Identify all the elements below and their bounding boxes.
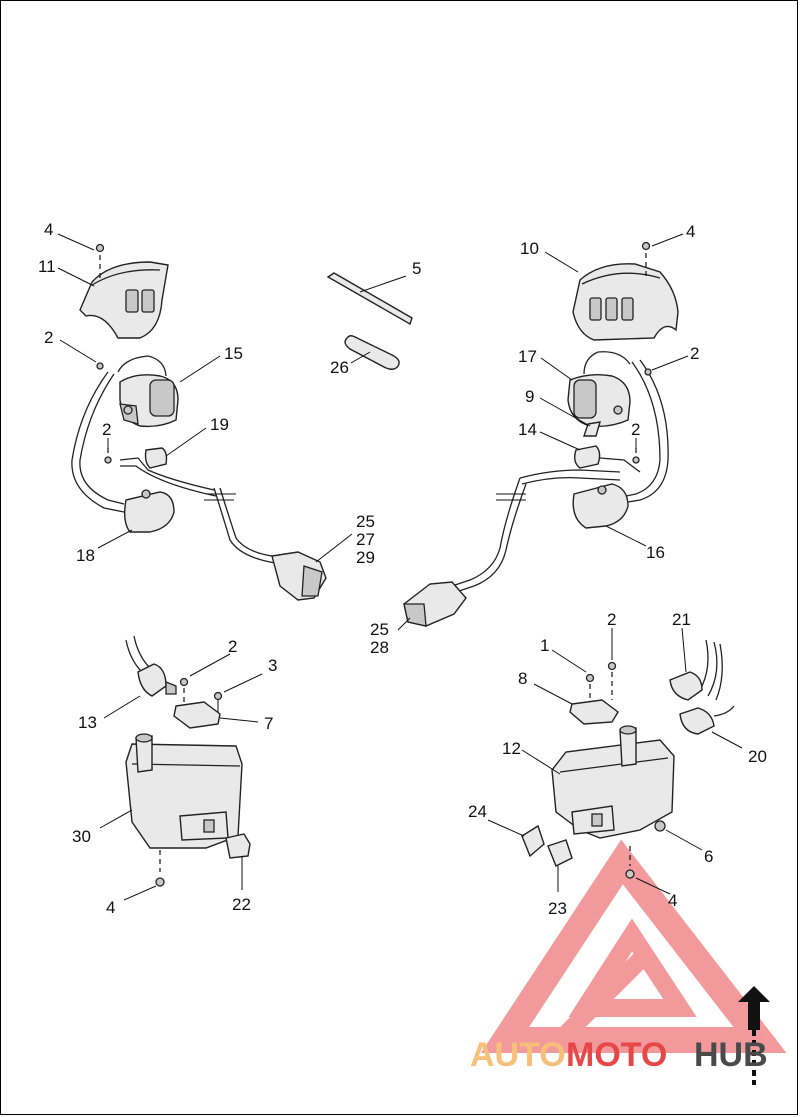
callout-c20: 20: [748, 747, 767, 766]
callout-c21: 21: [672, 610, 691, 629]
left-upper-switch-housing: [79, 261, 169, 339]
callout-c14: 14: [518, 420, 537, 439]
watermark-arrow: [738, 986, 770, 1085]
callout-c22: 22: [232, 895, 251, 914]
right-harness-connector: [403, 581, 467, 627]
callout-c15: 15: [224, 344, 243, 363]
right-screw-top: [641, 241, 651, 278]
callout-c4a: 4: [44, 220, 53, 239]
callout-c4b: 4: [686, 222, 695, 241]
callout-c30: 30: [72, 827, 91, 846]
callout-c17: 17: [518, 347, 537, 366]
callout-c2f: 2: [607, 610, 616, 629]
callout-c25a: 25: [356, 512, 375, 531]
callout-c29: 29: [356, 548, 375, 567]
heat-shrink-sleeve: [344, 335, 400, 370]
callout-c4c: 4: [106, 898, 115, 917]
callout-c3: 3: [268, 656, 277, 675]
right-upper-switch-housing: [572, 263, 679, 341]
callout-c2a: 2: [44, 328, 53, 347]
left-lower-switch-housing: [125, 635, 251, 887]
callout-c25b: 25: [370, 620, 389, 639]
left-harness-connector: [271, 551, 327, 601]
callout-c24: 24: [468, 802, 487, 821]
cable-strap: [326, 272, 413, 326]
callout-c12: 12: [502, 739, 521, 758]
callout-c4d: 4: [668, 891, 677, 910]
callout-c26: 26: [330, 358, 349, 377]
callout-c10: 10: [520, 239, 539, 258]
callout-c13: 13: [78, 713, 97, 732]
callout-c5: 5: [412, 259, 421, 278]
callout-c23: 23: [548, 899, 567, 918]
callout-labels: 4 11 5 10 4 2 15 26 17 2 9 2 19 14 2 25 …: [38, 220, 767, 918]
watermark-text-moto: MOTO: [566, 1036, 667, 1074]
callout-c19: 19: [210, 415, 229, 434]
callout-c8: 8: [518, 669, 527, 688]
right-lower-switch-housing: [521, 639, 735, 879]
callout-c9: 9: [525, 387, 534, 406]
callout-c2b: 2: [690, 344, 699, 363]
callout-c6: 6: [704, 847, 713, 866]
callout-c27: 27: [356, 530, 375, 549]
right-switch-harness: [451, 351, 669, 593]
left-small-screws: [96, 362, 112, 464]
left-switch-harness: [71, 355, 293, 567]
leader-lines: [57, 233, 743, 901]
callout-c2d: 2: [631, 420, 640, 439]
watermark-text-hub: HUB: [694, 1036, 768, 1074]
callout-c11: 11: [38, 257, 56, 276]
callout-c16: 16: [646, 543, 665, 562]
watermark-logo: [480, 839, 787, 1053]
left-screw-top: [95, 243, 105, 278]
callout-c7: 7: [264, 714, 273, 733]
callout-c28: 28: [370, 638, 389, 657]
watermark-text-auto: AUTO: [470, 1036, 566, 1074]
callout-c2c: 2: [102, 420, 111, 439]
callout-c1: 1: [540, 636, 549, 655]
callout-c2e: 2: [228, 637, 237, 656]
callout-c18: 18: [76, 546, 95, 565]
